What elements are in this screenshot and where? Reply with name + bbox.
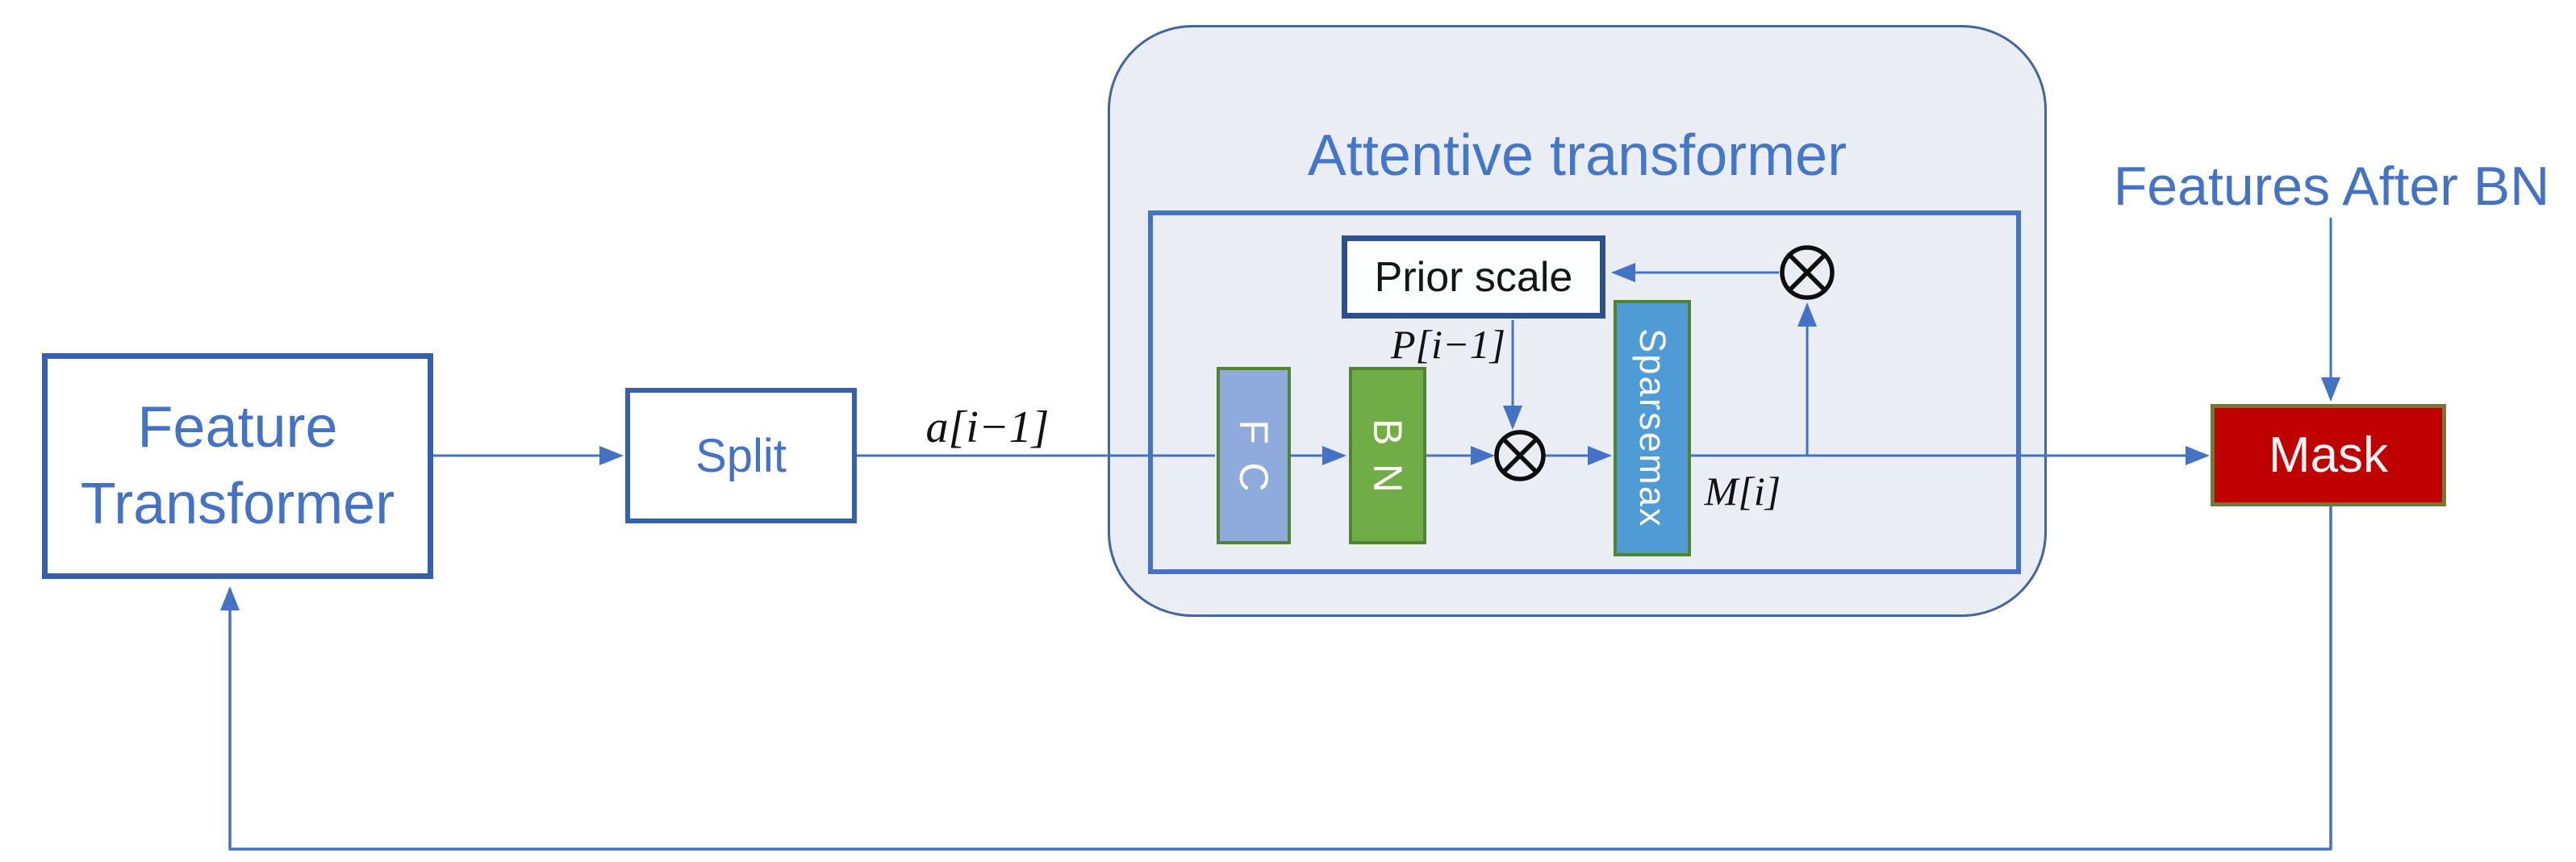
mask-node: Mask	[2211, 404, 2446, 506]
sparsemax-label: Sparsemax	[1632, 328, 1673, 528]
prior-scale-node: Prior scale	[1342, 235, 1605, 319]
split-node: Split	[625, 388, 857, 523]
sparsemax-node: Sparsemax	[1614, 300, 1691, 556]
mask-output-label: M[i]	[1704, 468, 1781, 514]
features-after-bn-label: Features After BN	[2113, 156, 2550, 217]
bn-label: BN	[1365, 419, 1410, 511]
activation-label: a[i−1]	[925, 402, 1050, 452]
feature-transformer-node: Feature Transformer	[42, 353, 433, 579]
attentive-transformer-title: Attentive transformer	[1307, 123, 1847, 188]
fc-node: FC	[1217, 367, 1291, 544]
bn-node: BN	[1349, 367, 1426, 544]
prior-label: P[i−1]	[1390, 322, 1506, 367]
fc-label: FC	[1231, 419, 1276, 510]
